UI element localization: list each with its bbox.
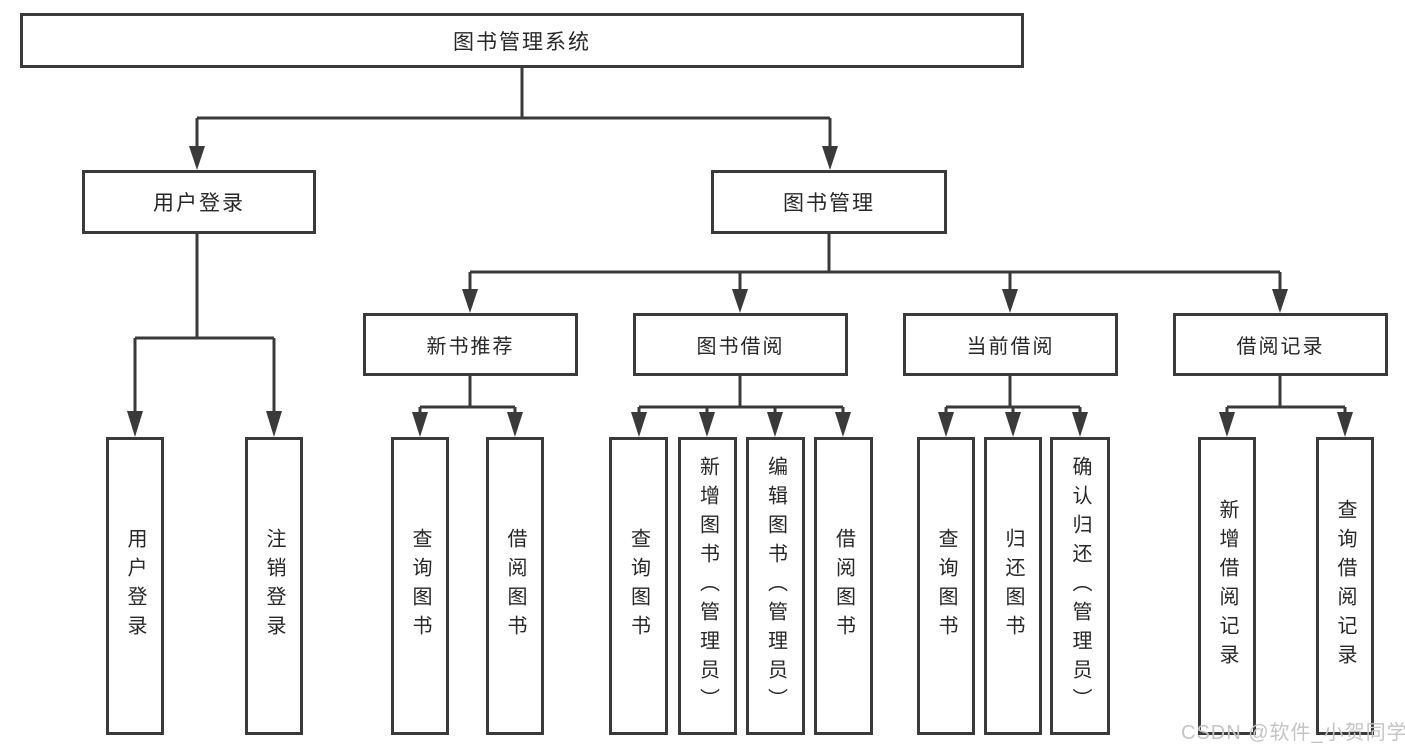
node-book-management: 图书管理 (711, 170, 947, 234)
leaf-confirm-return-admin: 确认归还（管理员） (1050, 437, 1110, 735)
edges-root-to-level1 (189, 68, 838, 170)
arrow-down-icon (266, 411, 282, 437)
leaf-query-books-current: 查询图书 (917, 437, 975, 735)
edges-new-book-recommend-children (412, 376, 523, 437)
arrow-down-icon (1337, 412, 1353, 437)
arrow-down-icon (1219, 412, 1235, 437)
arrow-down-icon (822, 146, 838, 170)
arrow-down-icon (631, 412, 647, 437)
arrow-down-icon (507, 412, 523, 437)
arrow-down-icon (189, 146, 205, 170)
leaf-query-borrow-record: 查询借阅记录 (1316, 437, 1374, 735)
leaf-add-book-admin: 新增图书（管理员） (678, 437, 737, 735)
leaf-logout-login: 注销登录 (245, 437, 303, 735)
leaf-return-book: 归还图书 (984, 437, 1042, 735)
arrow-down-icon (767, 412, 783, 437)
arrow-down-icon (462, 289, 478, 313)
arrow-down-icon (127, 411, 143, 437)
edges-borrow-records-children (1219, 376, 1353, 437)
leaf-query-books-recommend: 查询图书 (391, 437, 449, 735)
leaf-borrow-books-recommend: 借阅图书 (486, 437, 544, 735)
leaf-edit-book-admin: 编辑图书（管理员） (746, 437, 805, 735)
node-current-borrow: 当前借阅 (903, 313, 1118, 376)
watermark: CSDN @软件_小贺同学 (1181, 722, 1405, 744)
node-book-borrow: 图书借阅 (633, 313, 848, 376)
edges-book-borrow-children (631, 376, 851, 437)
edges-user-login-children (127, 234, 282, 437)
leaf-query-books-borrow: 查询图书 (609, 437, 668, 735)
arrow-down-icon (1072, 412, 1088, 437)
arrow-down-icon (835, 412, 851, 437)
node-new-book-recommend: 新书推荐 (363, 313, 578, 376)
leaf-add-borrow-record: 新增借阅记录 (1198, 437, 1256, 735)
edges-book-management-children (462, 234, 1288, 313)
arrow-down-icon (732, 289, 748, 313)
arrow-down-icon (938, 412, 954, 437)
node-user-login: 用户登录 (82, 170, 316, 234)
leaf-user-login: 用户登录 (106, 437, 164, 735)
node-root-system: 图书管理系统 (20, 13, 1024, 68)
node-borrow-records: 借阅记录 (1173, 313, 1388, 376)
arrow-down-icon (1272, 289, 1288, 313)
leaf-borrow-books: 借阅图书 (814, 437, 873, 735)
arrow-down-icon (1005, 412, 1021, 437)
edges-current-borrow-children (938, 376, 1088, 437)
arrow-down-icon (699, 412, 715, 437)
arrow-down-icon (412, 412, 428, 437)
arrow-down-icon (1002, 289, 1018, 313)
